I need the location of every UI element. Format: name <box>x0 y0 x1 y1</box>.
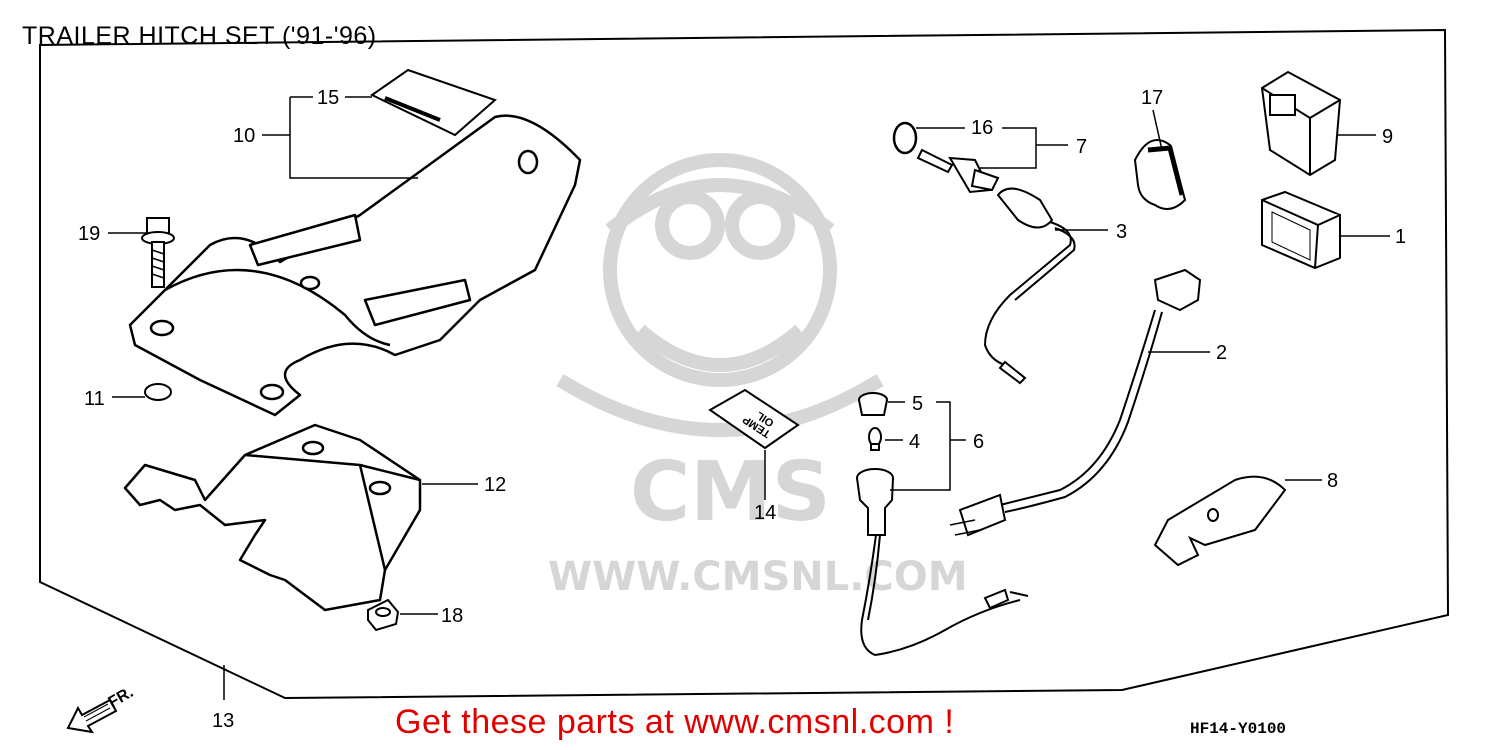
part-7-sensor <box>916 148 1000 194</box>
part-15-decal <box>370 68 497 137</box>
part-17-clip <box>1133 139 1187 210</box>
callout-10: 10 <box>233 125 255 147</box>
part-10-bracket <box>128 114 582 417</box>
diagram-border <box>39 28 1450 700</box>
part-6-socket <box>856 468 1029 657</box>
part-3-harness <box>983 187 1076 385</box>
part-2-main-harness <box>949 268 1202 537</box>
cms-watermark: CMS WWW.CMSNL.COM <box>548 153 968 600</box>
part-12-lower-bracket <box>123 423 422 612</box>
front-arrow-icon: FR. <box>66 684 136 734</box>
callout-5: 5 <box>912 393 923 415</box>
callout-3: 3 <box>1116 221 1127 243</box>
callout-14: 14 <box>754 502 776 524</box>
part-5-cap <box>858 392 888 416</box>
cta-link[interactable]: Get these parts at www.cmsnl.com ! <box>395 703 955 741</box>
callout-12: 12 <box>484 474 506 496</box>
part-8-plate <box>1153 475 1287 567</box>
part-4-bulb <box>868 427 882 451</box>
part-19-bolt <box>141 217 175 288</box>
callout-7: 7 <box>1076 136 1087 158</box>
callout-19: 19 <box>78 223 100 245</box>
callout-13: 13 <box>212 710 234 732</box>
callout-1: 1 <box>1395 226 1406 248</box>
watermark-url: WWW.CMSNL.COM <box>548 554 968 600</box>
part-9-relay <box>1260 70 1342 177</box>
callout-9: 9 <box>1382 126 1393 148</box>
part-16-o-ring <box>892 121 918 155</box>
callouts: 1 2 3 4 5 6 7 8 9 10 11 12 13 14 15 16 1… <box>78 87 1406 732</box>
watermark-logo: CMS <box>630 445 831 540</box>
callout-17: 17 <box>1141 87 1163 109</box>
callout-18: 18 <box>441 605 463 627</box>
callout-16: 16 <box>971 117 993 139</box>
callout-15: 15 <box>317 87 339 109</box>
callout-11: 11 <box>84 388 105 410</box>
callout-8: 8 <box>1327 470 1338 492</box>
callout-4: 4 <box>909 431 920 453</box>
part-14-oil-temp-label: OIL TEMP <box>708 388 800 450</box>
callout-6: 6 <box>973 431 984 453</box>
callout-2: 2 <box>1216 342 1227 364</box>
leader-lines <box>108 96 1390 700</box>
part-18-nut <box>367 598 400 632</box>
part-11-washer <box>144 383 172 401</box>
diagram-code: HF14-Y0100 <box>1190 720 1287 738</box>
part-1-rubber-mount <box>1261 190 1341 270</box>
